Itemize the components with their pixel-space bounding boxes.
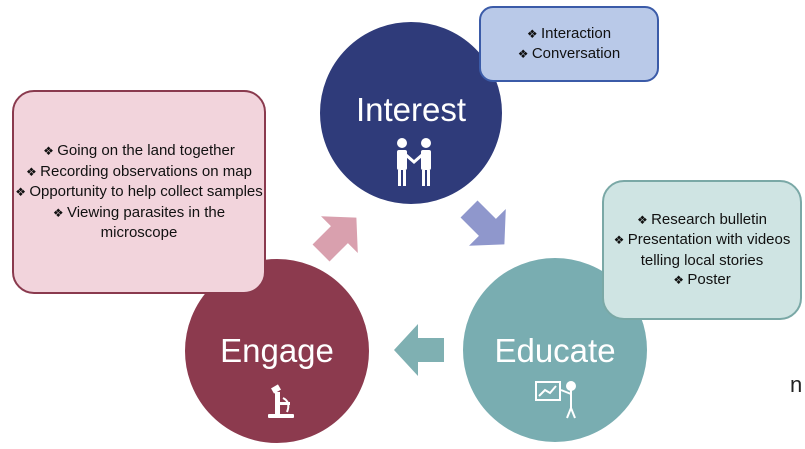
interest-item-interaction: Interaction bbox=[518, 24, 620, 45]
interest-item-conversation: Conversation bbox=[518, 44, 620, 65]
educate-callout: Research bulletin Presentation with vide… bbox=[602, 180, 802, 320]
engage-item-microscope: Viewing parasites in the microscope bbox=[14, 203, 264, 243]
node-interest-label: Interest bbox=[356, 91, 466, 128]
engage-item-land: Going on the land together bbox=[14, 141, 264, 162]
node-engage-label: Engage bbox=[220, 332, 334, 369]
educate-item-bulletin: Research bulletin bbox=[604, 210, 800, 231]
educate-item-presentation: Presentation with videos telling local s… bbox=[604, 230, 800, 270]
handshake-icon bbox=[397, 138, 431, 186]
arrow-engage-to-interest bbox=[312, 216, 358, 262]
engage-item-map: Recording observations on map bbox=[14, 162, 264, 183]
engage-callout: Going on the land together Recording obs… bbox=[12, 90, 266, 294]
microscope-icon bbox=[268, 384, 294, 418]
node-engage: Engage bbox=[181, 255, 373, 447]
presentation-icon bbox=[535, 381, 576, 419]
educate-item-poster: Poster bbox=[604, 270, 800, 291]
engage-item-samples: Opportunity to help collect samples bbox=[14, 182, 264, 203]
engage-callout-list: Going on the land together Recording obs… bbox=[14, 141, 264, 243]
node-educate-label: Educate bbox=[494, 332, 615, 369]
interest-callout-list: Interaction Conversation bbox=[518, 24, 620, 65]
educate-callout-list: Research bulletin Presentation with vide… bbox=[604, 210, 800, 291]
interest-callout: Interaction Conversation bbox=[479, 6, 659, 82]
node-interest: Interest bbox=[316, 18, 506, 208]
arrow-interest-to-educate bbox=[460, 200, 506, 246]
stray-text: n bbox=[790, 372, 803, 397]
arrow-educate-to-engage bbox=[394, 324, 444, 376]
